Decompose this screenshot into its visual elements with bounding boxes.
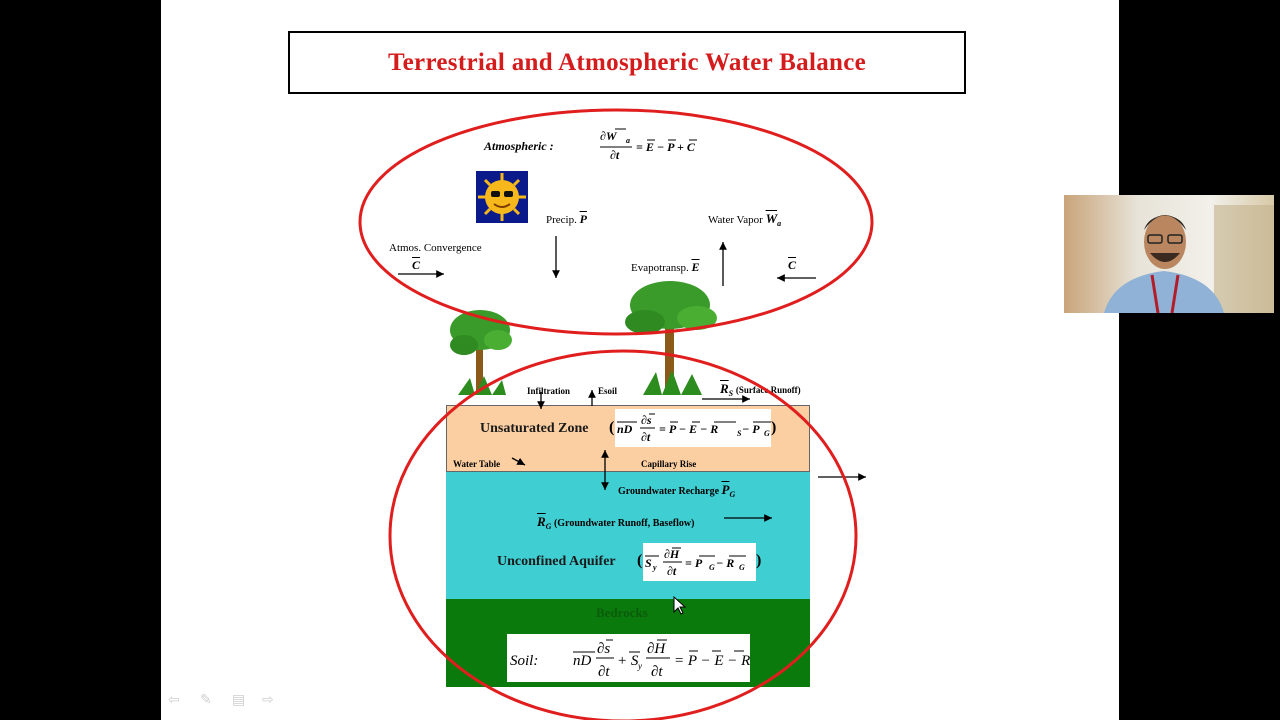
- precip-label: Precip. P: [546, 212, 587, 227]
- water-table-label: Water Table: [453, 459, 501, 469]
- infiltration-label: Infiltration: [527, 386, 571, 396]
- svg-text:G: G: [764, 429, 770, 438]
- gw-recharge-label: Groundwater Recharge PG: [618, 482, 735, 499]
- evap-symbol: E: [691, 260, 700, 274]
- svg-text:∂W: ∂W: [600, 129, 618, 143]
- gw-recharge-sub: G: [729, 490, 736, 499]
- atmos-equation-svg: ∂W a ∂t = E − P + C: [600, 128, 697, 162]
- surface-runoff-sub: S: [728, 389, 734, 398]
- capillary-rise-label: Capillary Rise: [641, 459, 697, 469]
- svg-text:∂t: ∂t: [667, 564, 677, 578]
- soil-equation-svg: Soil: nD ∂s ∂t + S y ∂H ∂t = P − E − R: [510, 639, 750, 680]
- svg-text:S: S: [645, 556, 652, 570]
- svg-text:∂t: ∂t: [641, 430, 651, 444]
- gw-runoff-sub: G: [545, 522, 552, 531]
- svg-text:= P − E − R: = P − E − R: [659, 422, 718, 436]
- precip-symbol: P: [579, 212, 587, 226]
- next-slide-icon[interactable]: ⇨: [262, 693, 274, 708]
- prev-slide-icon[interactable]: ⇦: [168, 693, 180, 708]
- gw-runoff-label: RG (Groundwater Runoff, Baseflow): [537, 514, 694, 531]
- menu-icon[interactable]: ▤: [232, 693, 246, 708]
- aquifer-equation: S y ∂H ∂t = P G − R G: [643, 543, 756, 581]
- precip-text: Precip.: [546, 214, 577, 226]
- unsat-close-paren: ): [771, 419, 777, 436]
- conv-symbol-left: C: [412, 258, 421, 272]
- unsat-equation-svg: nD ∂s ∂t = P − E − R S − P G: [617, 413, 771, 444]
- aquifer-close-paren: ): [756, 552, 762, 569]
- svg-text:y: y: [637, 661, 642, 671]
- atmos-convergence-label: Atmos. Convergence: [389, 242, 482, 254]
- unsat-title: Unsaturated Zone: [480, 421, 589, 436]
- conv-symbol-right: C: [788, 258, 797, 272]
- soil-equation-box: Soil: nD ∂s ∂t + S y ∂H ∂t = P − E − R: [507, 634, 750, 682]
- svg-text:− R: − R: [716, 556, 734, 570]
- bedrock-label: Bedrocks: [596, 605, 648, 620]
- surface-runoff-text: (Surface Runoff): [735, 385, 801, 395]
- atmos-equation: ∂W a ∂t = E − P + C: [598, 126, 713, 164]
- svg-text:∂t: ∂t: [651, 664, 663, 680]
- svg-text:∂t: ∂t: [598, 664, 610, 680]
- aquifer-equation-svg: S y ∂H ∂t = P G − R G: [645, 547, 746, 578]
- svg-text:∂H: ∂H: [664, 547, 680, 561]
- webcam-presenter: [1064, 195, 1274, 313]
- esoil-label: Esoil: [598, 386, 618, 396]
- svg-text:y: y: [652, 563, 657, 572]
- svg-text:∂s: ∂s: [597, 641, 610, 657]
- sun-icon: [476, 171, 528, 223]
- svg-text:nD: nD: [573, 653, 592, 669]
- svg-text:a: a: [626, 136, 630, 145]
- svg-text:nD: nD: [617, 422, 633, 436]
- unsat-equation: nD ∂s ∂t = P − E − R S − P G: [615, 409, 771, 447]
- svg-text:Soil:: Soil:: [510, 653, 538, 669]
- svg-text:∂H: ∂H: [647, 641, 666, 657]
- svg-text:− P: − P: [742, 422, 760, 436]
- svg-text:∂s: ∂s: [641, 413, 652, 427]
- aquifer-title: Unconfined Aquifer: [497, 554, 616, 569]
- unsat-open-paren: (: [609, 419, 615, 436]
- water-vapor-symbol: W: [765, 211, 778, 226]
- atmos-label: Atmospheric :: [484, 139, 554, 153]
- surface-runoff-label: RS (Surface Runoff): [720, 381, 801, 398]
- evapotransp-text: Evapotransp.: [631, 262, 689, 274]
- aquifer-open-paren: (: [637, 552, 643, 569]
- svg-text:= P: = P: [685, 556, 703, 570]
- svg-text:= P − E − R: = P − E − R: [674, 653, 750, 669]
- water-vapor-label: Water Vapor Wa: [708, 211, 781, 228]
- svg-text:+ S: + S: [617, 653, 639, 669]
- water-vapor-sub: a: [777, 219, 782, 228]
- gw-recharge-text: Groundwater Recharge: [618, 486, 720, 497]
- evapotransp-label: Evapotransp. E: [631, 260, 700, 275]
- water-vapor-text: Water Vapor: [708, 214, 763, 226]
- gw-runoff-symbol: R: [537, 514, 546, 529]
- gw-runoff-text: (Groundwater Runoff, Baseflow): [553, 518, 695, 529]
- svg-text:∂t: ∂t: [610, 148, 620, 162]
- title-box: Terrestrial and Atmospheric Water Balanc…: [288, 31, 966, 94]
- slide-title: Terrestrial and Atmospheric Water Balanc…: [387, 48, 866, 76]
- pen-icon[interactable]: ✎: [200, 693, 212, 708]
- svg-text:G: G: [739, 563, 745, 572]
- svg-text:= E − P + C: = E − P + C: [636, 140, 696, 154]
- svg-text:G: G: [709, 563, 715, 572]
- surface-runoff-symbol: R: [720, 381, 729, 396]
